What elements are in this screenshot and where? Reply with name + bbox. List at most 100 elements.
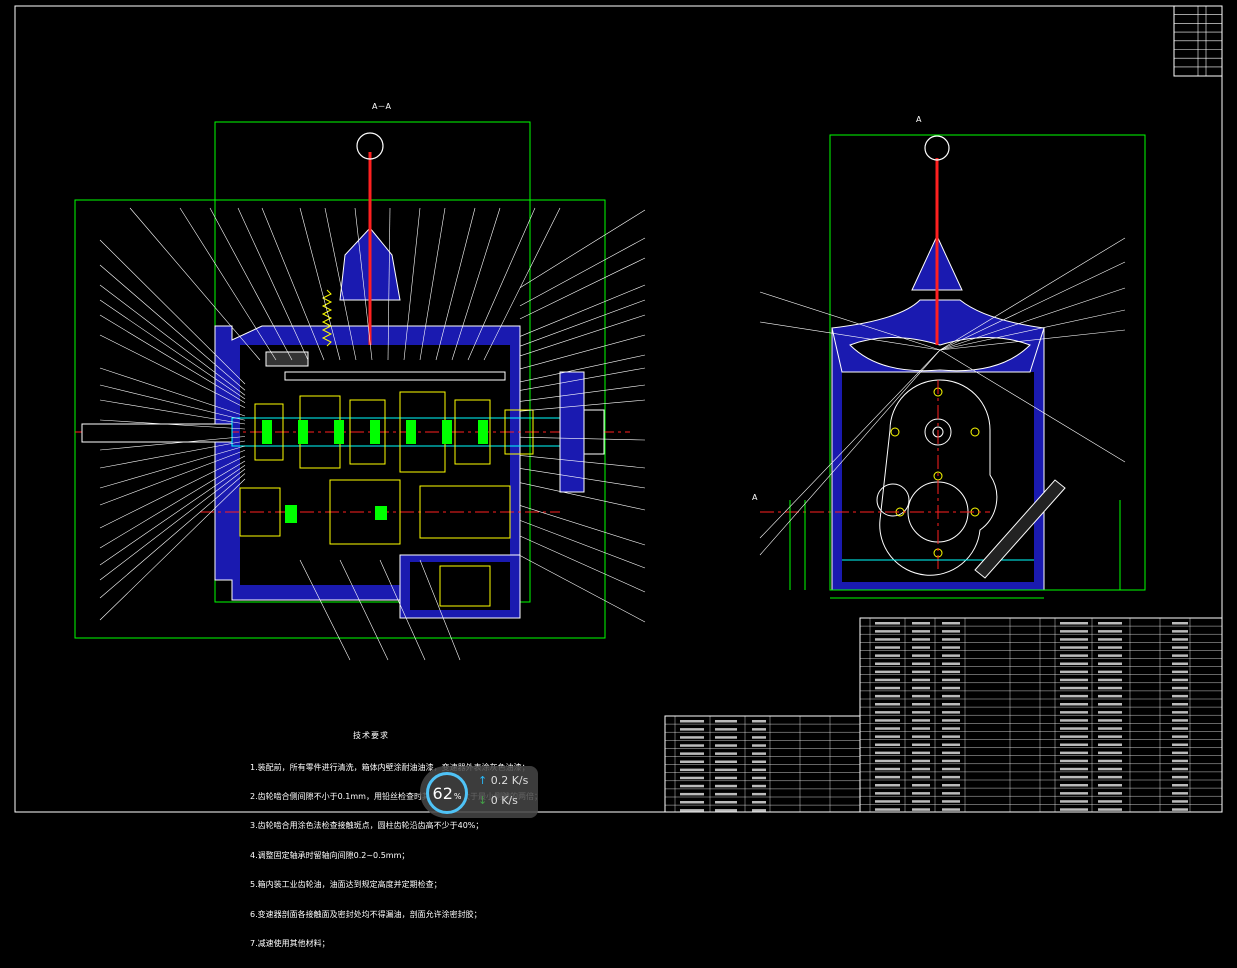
- side-dimension-box: [829, 134, 1146, 591]
- bom-cell-text-mark: [1172, 775, 1188, 779]
- bom-cell-text-mark: [875, 767, 900, 771]
- bom-cell-text-mark: [1098, 654, 1122, 657]
- bom-cell-text-mark: [1172, 670, 1188, 674]
- bom-cell-text-mark: [1172, 694, 1188, 698]
- part-leader-line: [99, 284, 246, 396]
- bom-cell-text-mark: [1060, 711, 1088, 714]
- bom-cell-text-mark: [1060, 630, 1088, 633]
- part-leader-line: [519, 520, 646, 569]
- side-part-leader-line: [759, 349, 941, 539]
- bom-cell-text-mark: [912, 694, 930, 698]
- bom-cell-text-mark: [1172, 654, 1188, 657]
- bom-cell-text-mark: [752, 744, 766, 747]
- bom-cell-text-mark: [715, 728, 737, 731]
- bom-cell-text-mark: [1098, 775, 1122, 779]
- cpu-percent-unit: %: [453, 791, 462, 801]
- bom-cell-text-mark: [875, 808, 900, 811]
- bom-cell-text-mark: [912, 759, 930, 763]
- cad-drawing-canvas[interactable]: A－A A A: [0, 0, 1237, 818]
- section-marker-side: A: [752, 493, 758, 502]
- download-value: 0: [490, 794, 498, 807]
- tech-note-line: 5.箱内装工业齿轮油，油面达到规定高度并定期检查；: [250, 880, 442, 890]
- bom-cell-text-mark: [680, 760, 704, 763]
- bom-cell-text-mark: [680, 728, 704, 731]
- bom-cell-text-mark: [1060, 751, 1088, 755]
- part-leader-line: [99, 478, 246, 621]
- bom-cell-text-mark: [942, 686, 960, 690]
- bom-cell-text-mark: [1098, 767, 1122, 771]
- bom-cell-text-mark: [1060, 759, 1088, 763]
- bom-cell-text-mark: [1060, 654, 1088, 657]
- synchronizer-mark: [478, 420, 488, 444]
- part-leader-line: [519, 535, 646, 593]
- bom-cell-text-mark: [912, 638, 930, 641]
- bom-cell-text-mark: [875, 784, 900, 787]
- bom-cell-text-mark: [680, 792, 704, 796]
- bom-cell-text-mark: [875, 646, 900, 649]
- bom-cell-text-mark: [1060, 678, 1088, 682]
- part-leader-line: [261, 207, 325, 361]
- side-part-leader-line: [939, 349, 1126, 463]
- bom-cell-text-mark: [1098, 727, 1122, 730]
- bom-cell-text-mark: [875, 735, 900, 738]
- bom-cell-text-mark: [1098, 784, 1122, 787]
- bom-cell-text-mark: [1172, 711, 1188, 714]
- part-leader-line: [519, 299, 646, 347]
- bom-cell-text-mark: [1060, 662, 1088, 665]
- bom-cell-text-mark: [1098, 759, 1122, 763]
- main-shaft-gear: [349, 399, 386, 465]
- bom-cell-text-mark: [715, 752, 737, 755]
- upload-speed: ↑ 0.2 K/s: [478, 774, 528, 787]
- bom-cell-text-mark: [942, 751, 960, 755]
- bom-cell-text-mark: [875, 630, 900, 633]
- outer-frame: [14, 5, 1223, 813]
- bom-cell-text-mark: [875, 703, 900, 706]
- bom-cell-text-mark: [1172, 703, 1188, 706]
- bom-cell-text-mark: [875, 686, 900, 690]
- cpu-usage-ring: 62%: [426, 772, 468, 814]
- part-leader-line: [99, 436, 246, 451]
- part-leader-line: [99, 455, 246, 529]
- bom-cell-text-mark: [1060, 686, 1088, 690]
- side-part-leader-line: [759, 349, 941, 556]
- detent-spring: [321, 289, 333, 347]
- bom-cell-text-mark: [1060, 775, 1088, 779]
- part-leader-line: [519, 257, 646, 320]
- part-leader-line: [519, 505, 646, 546]
- synchronizer-mark: [370, 420, 380, 444]
- bom-cell-text-mark: [875, 662, 900, 665]
- bom-cell-text-mark: [680, 720, 704, 723]
- synchronizer-mark: [442, 420, 452, 444]
- view-labels: A－A A A: [372, 102, 922, 502]
- bom-cell-text-mark: [942, 784, 960, 787]
- bom-cell-text-mark: [875, 800, 900, 803]
- part-leader-line: [99, 449, 246, 506]
- part-leader-line: [99, 445, 246, 489]
- bom-cell-text-mark: [1098, 646, 1122, 649]
- bom-cell-text-mark: [1172, 759, 1188, 763]
- drawing-frame: [14, 5, 1223, 813]
- bom-cell-text-mark: [752, 801, 766, 804]
- bom-cell-text-mark: [1060, 743, 1088, 746]
- side-part-leader-line: [759, 291, 941, 351]
- bom-cell-text-mark: [1098, 662, 1122, 665]
- bom-cell-text-mark: [1060, 703, 1088, 706]
- part-leader-line: [519, 237, 646, 307]
- bom-cell-text-mark: [680, 784, 704, 788]
- bom-cell-text-mark: [942, 630, 960, 633]
- network-speed-widget[interactable]: 62% ↑ 0.2 K/s ↓ 0 K/s: [420, 766, 538, 818]
- bom-cell-text-mark: [875, 743, 900, 746]
- bom-cell-text-mark: [1172, 727, 1188, 730]
- tech-note-line: 6.变速器剖面各接触面及密封处均不得漏油，剖面允许涂密封胶；: [250, 909, 482, 919]
- part-leader-line: [387, 207, 391, 361]
- bom-cell-text-mark: [912, 630, 930, 633]
- download-speed: ↓ 0 K/s: [478, 794, 518, 807]
- bom-cell-text-mark: [680, 768, 704, 772]
- part-leader-line: [99, 473, 246, 599]
- part-leader-line: [99, 239, 246, 385]
- download-arrow-icon: ↓: [478, 794, 488, 807]
- bom-cell-text-mark: [680, 801, 704, 804]
- bom-cell-text-mark: [942, 727, 960, 730]
- bom-cell-text-mark: [942, 662, 960, 665]
- bom-cell-text-mark: [942, 719, 960, 722]
